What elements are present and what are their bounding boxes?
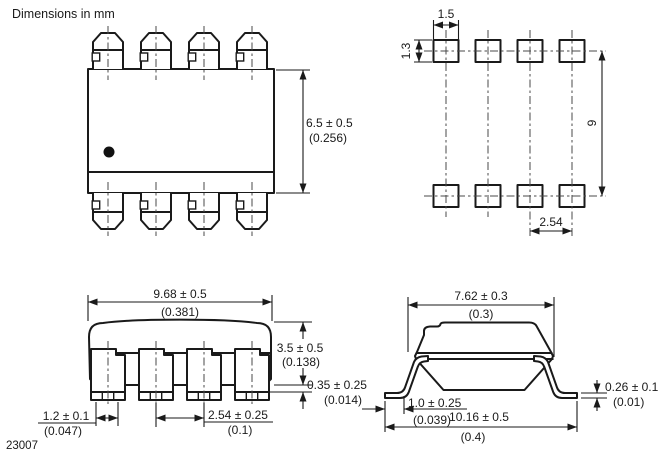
package-body: [414, 321, 554, 391]
pin1-marker-dot: [103, 146, 115, 158]
dim-lead-pitch-mm: 2.54 ± 0.25: [208, 408, 268, 422]
dim-pad-pitch: 2.54: [530, 215, 572, 235]
package-body: [87, 68, 275, 194]
dim-lead-pitch-inch: (0.1): [228, 423, 253, 437]
dim-standoff-inch: (0.014): [324, 393, 362, 407]
dim-foot-length-inch: (0.039): [413, 413, 451, 427]
dim-body-height: 3.5 ± 0.5 (0.138): [274, 321, 324, 386]
dim-pad-width-mm: 1.5: [438, 7, 455, 21]
dim-row-spacing: 9: [585, 51, 606, 196]
dim-body-width-mm: 7.62 ± 0.3: [454, 289, 508, 303]
page-title: Dimensions in mm: [12, 7, 115, 21]
top-view: 6.5 ± 0.5 (0.256): [87, 25, 353, 237]
dim-body-height-inch: (0.138): [282, 355, 320, 369]
dim-lead-width: 1.2 ± 0.1 (0.047): [38, 402, 119, 438]
dim-standoff: 0.35 ± 0.25 (0.014): [269, 378, 367, 409]
dim-body-height-mm: 3.5 ± 0.5: [277, 341, 324, 355]
dim-pad-height-mm: 1.3: [399, 42, 413, 59]
dim-body-length: 9.68 ± 0.5 (0.381): [87, 287, 273, 321]
dim-row-spacing-mm: 9: [585, 119, 599, 126]
gull-wing-lead: [384, 355, 429, 399]
dim-standoff-mm: 0.35 ± 0.25: [307, 378, 367, 392]
dim-lead-pitch: 2.54 ± 0.25 (0.1): [155, 403, 273, 437]
dim-overall-width: 10.16 ± 0.5 (0.4): [384, 401, 578, 444]
figure-code: 23007: [6, 440, 38, 452]
dim-body-height: 6.5 ± 0.5 (0.256): [276, 69, 353, 194]
dim-pad-height: 1.3: [399, 39, 432, 63]
dim-lead-thickness-inch: (0.01): [613, 395, 644, 409]
dim-lead-width-mm: 1.2 ± 0.1: [43, 409, 90, 423]
dim-foot-length-mm: 1.0 ± 0.25: [408, 396, 462, 410]
dim-lead-width-inch: (0.047): [44, 424, 82, 438]
dim-lead-thickness-mm: 0.26 ± 0.1: [605, 380, 659, 394]
dim-body-width: 7.62 ± 0.3 (0.3): [407, 289, 555, 357]
gull-wing-lead: [533, 355, 578, 399]
side-view: 9.68 ± 0.5 (0.381) 3.5 ± 0.5 (0.138) 0.3…: [38, 287, 367, 438]
end-view: 7.62 ± 0.3 (0.3) 0.26 ± 0.1 (0.01) 1.0 ±…: [362, 289, 659, 444]
dim-body-length-inch: (0.381): [161, 305, 199, 319]
dim-body-width-inch: (0.3): [469, 307, 494, 321]
dim-body-height-mm: 6.5 ± 0.5: [306, 116, 353, 130]
dim-pad-width: 1.5: [432, 7, 460, 39]
dim-overall-width-mm: 10.16 ± 0.5: [449, 410, 509, 424]
dim-lead-thickness: 0.26 ± 0.1 (0.01): [581, 380, 659, 411]
dim-body-length-mm: 9.68 ± 0.5: [153, 287, 207, 301]
footprint-view: 1.5 1.3 9 2.54: [399, 7, 606, 237]
dim-overall-width-inch: (0.4): [461, 430, 486, 444]
dim-body-height-inch: (0.256): [309, 131, 347, 145]
dim-pad-pitch-mm: 2.54: [539, 215, 563, 229]
